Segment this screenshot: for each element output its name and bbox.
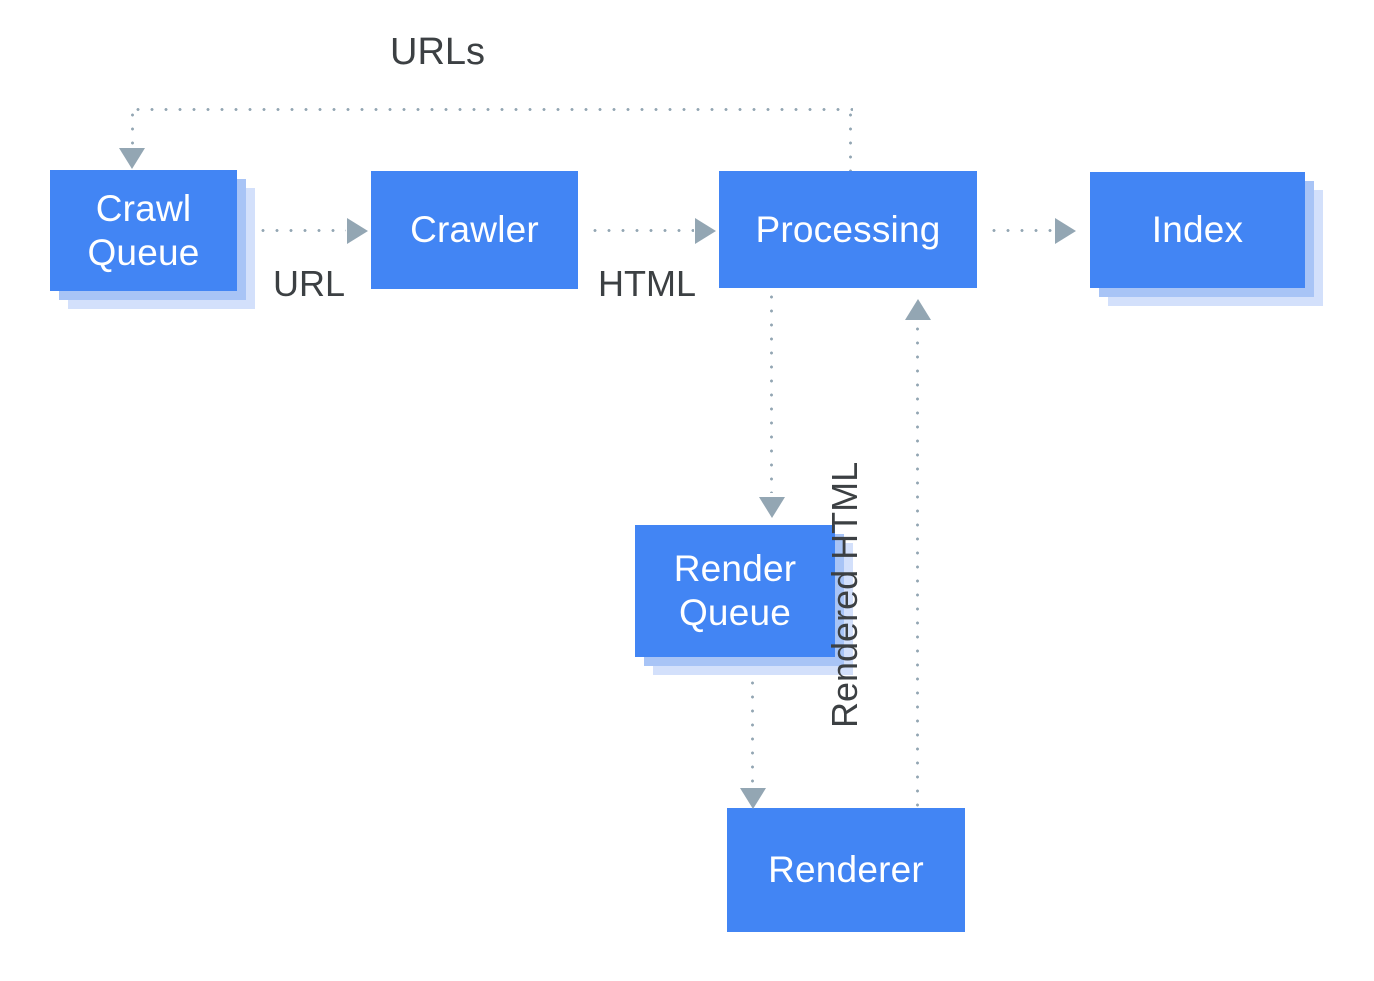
- node-processing-label: Processing: [755, 208, 941, 250]
- node-render-queue[interactable]: Render Queue: [635, 525, 835, 657]
- edge-processing-to-index-arrowhead: [1055, 218, 1076, 244]
- edge-renderer-to-processing-line: [916, 322, 919, 809]
- edge-processing-to-crawlqueue-right-segment: [849, 108, 852, 172]
- edge-label-urls: URLs: [390, 31, 486, 73]
- node-crawl-queue-label: Crawl Queue: [87, 187, 199, 274]
- edge-processing-to-renderqueue-arrowhead: [759, 497, 785, 518]
- node-renderer[interactable]: Renderer: [727, 808, 965, 932]
- edge-label-html: HTML: [598, 263, 696, 304]
- node-crawl-queue-label-line1: Crawl: [95, 187, 192, 229]
- edge-renderer-to-processing-arrowhead: [905, 299, 931, 320]
- edge-processing-to-index-line: [987, 229, 1054, 232]
- node-index[interactable]: Index: [1090, 172, 1305, 288]
- edge-crawlqueue-to-crawler-arrowhead: [347, 218, 368, 244]
- edge-label-rendered-html: Rendered HTML: [824, 461, 865, 728]
- node-crawler-label: Crawler: [410, 209, 539, 251]
- edge-crawler-to-processing-line: [588, 229, 694, 232]
- node-crawl-queue-label-line2: Queue: [87, 231, 200, 273]
- node-index-label: Index: [1151, 209, 1244, 251]
- edge-processing-to-renderqueue-line: [770, 290, 773, 493]
- edge-label-url: URL: [273, 263, 346, 304]
- node-crawler[interactable]: Crawler: [371, 171, 578, 289]
- edge-crawlqueue-to-crawler-line: [256, 229, 346, 232]
- node-render-queue-label-line1: Render: [673, 548, 797, 590]
- node-render-queue-label-line2: Queue: [678, 592, 792, 633]
- edge-processing-to-crawlqueue-arrowhead: [119, 148, 145, 169]
- node-renderer-label: Renderer: [768, 849, 924, 891]
- node-crawl-queue[interactable]: Crawl Queue: [50, 170, 237, 291]
- node-processing[interactable]: Processing: [719, 171, 977, 288]
- edge-processing-to-crawlqueue-top-segment: [131, 108, 853, 111]
- edge-processing-to-crawlqueue-left-segment: [131, 108, 134, 152]
- edge-renderqueue-to-renderer-line: [751, 676, 754, 786]
- edge-crawler-to-processing-arrowhead: [695, 218, 716, 244]
- edge-renderqueue-to-renderer-arrowhead: [740, 788, 766, 809]
- node-render-queue-label: Render Queue: [674, 547, 797, 634]
